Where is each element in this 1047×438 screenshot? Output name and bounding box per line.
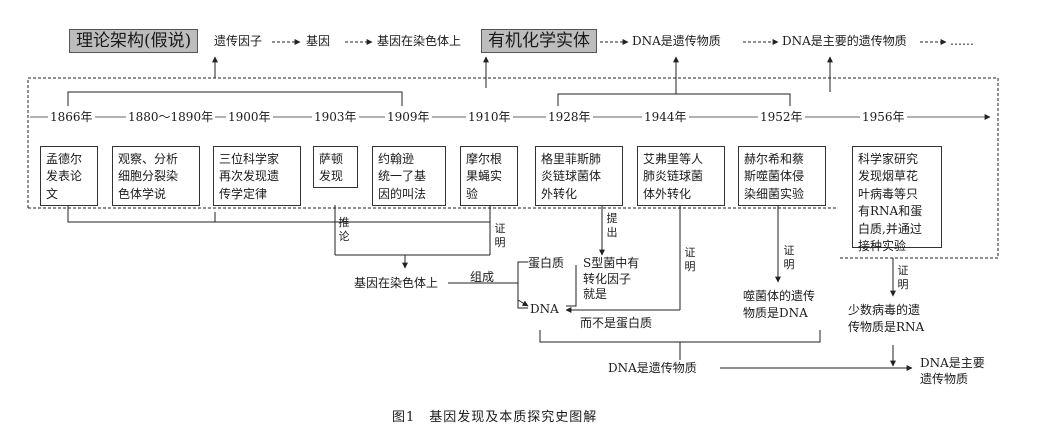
event-griffith: 格里菲斯肺炎链球菌体外转化 xyxy=(535,146,623,206)
year-1928: 1928年 xyxy=(546,110,593,125)
year-1880-1890: 1880～1890年 xyxy=(126,110,216,125)
event-mendel: 孟德尔发表论文 xyxy=(40,146,98,206)
year-1910: 1910年 xyxy=(466,110,513,125)
dna-genetic-material-label: DNA是遗传物质 xyxy=(632,34,721,48)
event-chromosome-theory: 观察、分析细胞分裂染色体学说 xyxy=(112,146,200,206)
event-rediscovery: 三位科学家再次发现遗传学定律 xyxy=(213,146,301,206)
event-hershey-chase: 赫尔希和蔡斯噬菌体侵染细菌实验 xyxy=(738,146,826,206)
year-1900: 1900年 xyxy=(226,110,273,125)
propose-label: 提出 xyxy=(606,212,618,239)
dna-main-conclusion: DNA是主要遗传物质 xyxy=(920,356,985,387)
event-virus-rna: 科学家研究发现烟草花叶病毒等只有RNA和蛋白质,并通过接种实验 xyxy=(852,146,942,253)
theory-framework-box: 理论架构(假说) xyxy=(69,29,199,54)
dna-label: DNA xyxy=(530,302,559,316)
year-1952: 1952年 xyxy=(758,110,805,125)
virus-result: 少数病毒的遗传物质是RNA xyxy=(848,303,925,334)
ellipsis-label: …… xyxy=(950,34,974,48)
infer-label: 推论 xyxy=(338,216,350,243)
phage-result: 噬菌体的遗传物质是DNA xyxy=(743,289,816,320)
prove-label-avery: 证明 xyxy=(684,246,696,273)
year-1909: 1909年 xyxy=(385,110,432,125)
gene-label: 基因 xyxy=(306,34,331,48)
year-1903: 1903年 xyxy=(312,110,359,125)
year-1944: 1944年 xyxy=(642,110,689,125)
event-morgan: 摩尔根果蝇实验 xyxy=(460,146,518,206)
compose-label: 组成 xyxy=(470,270,495,284)
gene-on-chromosome-result: 基因在染色体上 xyxy=(354,276,439,291)
factor-label: 遗传因子 xyxy=(214,34,263,48)
dna-main-genetic-material-label: DNA是主要的遗传物质 xyxy=(782,34,907,48)
event-johannsen: 约翰逊统一了基因的叫法 xyxy=(372,146,446,206)
s-strain-text: S型菌中有转化因子就是 xyxy=(583,256,640,302)
figure-caption: 图1 基因发现及本质探究史图解 xyxy=(392,410,598,425)
not-protein-label: 而不是蛋白质 xyxy=(580,316,653,330)
molecular-entity-box: 有机化学实体 xyxy=(481,29,597,54)
protein-label: 蛋白质 xyxy=(528,256,565,270)
prove-label-morgan: 证明 xyxy=(494,222,506,249)
event-avery: 艾弗里等人肺炎链球菌体外转化 xyxy=(637,146,725,206)
gene-on-chromosome-label: 基因在染色体上 xyxy=(377,34,462,48)
year-1956: 1956年 xyxy=(860,110,907,125)
dna-material-conclusion: DNA是遗传物质 xyxy=(608,361,697,376)
event-sutton: 萨顿发现 xyxy=(313,146,358,188)
prove-label-hershey: 证明 xyxy=(783,244,795,271)
year-1866: 1866年 xyxy=(48,110,95,125)
prove-label-virus: 证明 xyxy=(897,264,909,291)
